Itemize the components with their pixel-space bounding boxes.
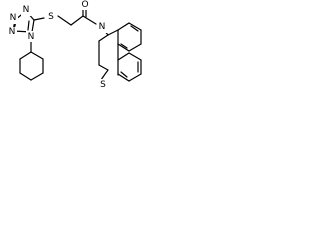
heteroatom-bonds [98,28,109,84]
bond [120,71,128,78]
bond [70,15,84,26]
bond [98,34,109,42]
bond [30,51,44,60]
atom-s-thioether: S [48,12,54,22]
bond [57,15,72,26]
bond [117,22,130,31]
atom-n-phenothiazine: N [99,22,106,32]
bond [19,72,32,81]
lower-benzene-ring [117,52,142,82]
bond [128,73,142,82]
atom-o-carbonyl: O [81,0,88,10]
bond [30,72,44,81]
atom-labels: N N N N S O N S [7,0,109,90]
cyclohexyl-ring [19,38,44,81]
bond [82,15,97,25]
atom-n2: N [10,13,17,23]
bond [130,25,139,32]
bond [19,51,32,60]
bond [107,29,119,36]
molecule-structure: N N N N S O N S [7,0,142,90]
bond [31,19,35,33]
atom-s-phenothiazine: S [100,80,106,90]
upper-benzene-ring [117,22,142,52]
bond [33,17,45,21]
bond [128,43,142,52]
bond [128,52,142,61]
bond [98,64,109,71]
bond [102,69,109,78]
bond [117,52,130,61]
atom-n3: N [9,27,16,37]
phenothiazine-core [98,29,119,76]
bond [27,20,30,31]
atom-n1: N [23,5,30,15]
atom-n4: N [28,32,35,42]
bond [120,43,128,49]
acyl-linker [33,8,97,26]
bond [117,73,130,82]
bond [117,43,130,52]
bond [128,22,142,31]
